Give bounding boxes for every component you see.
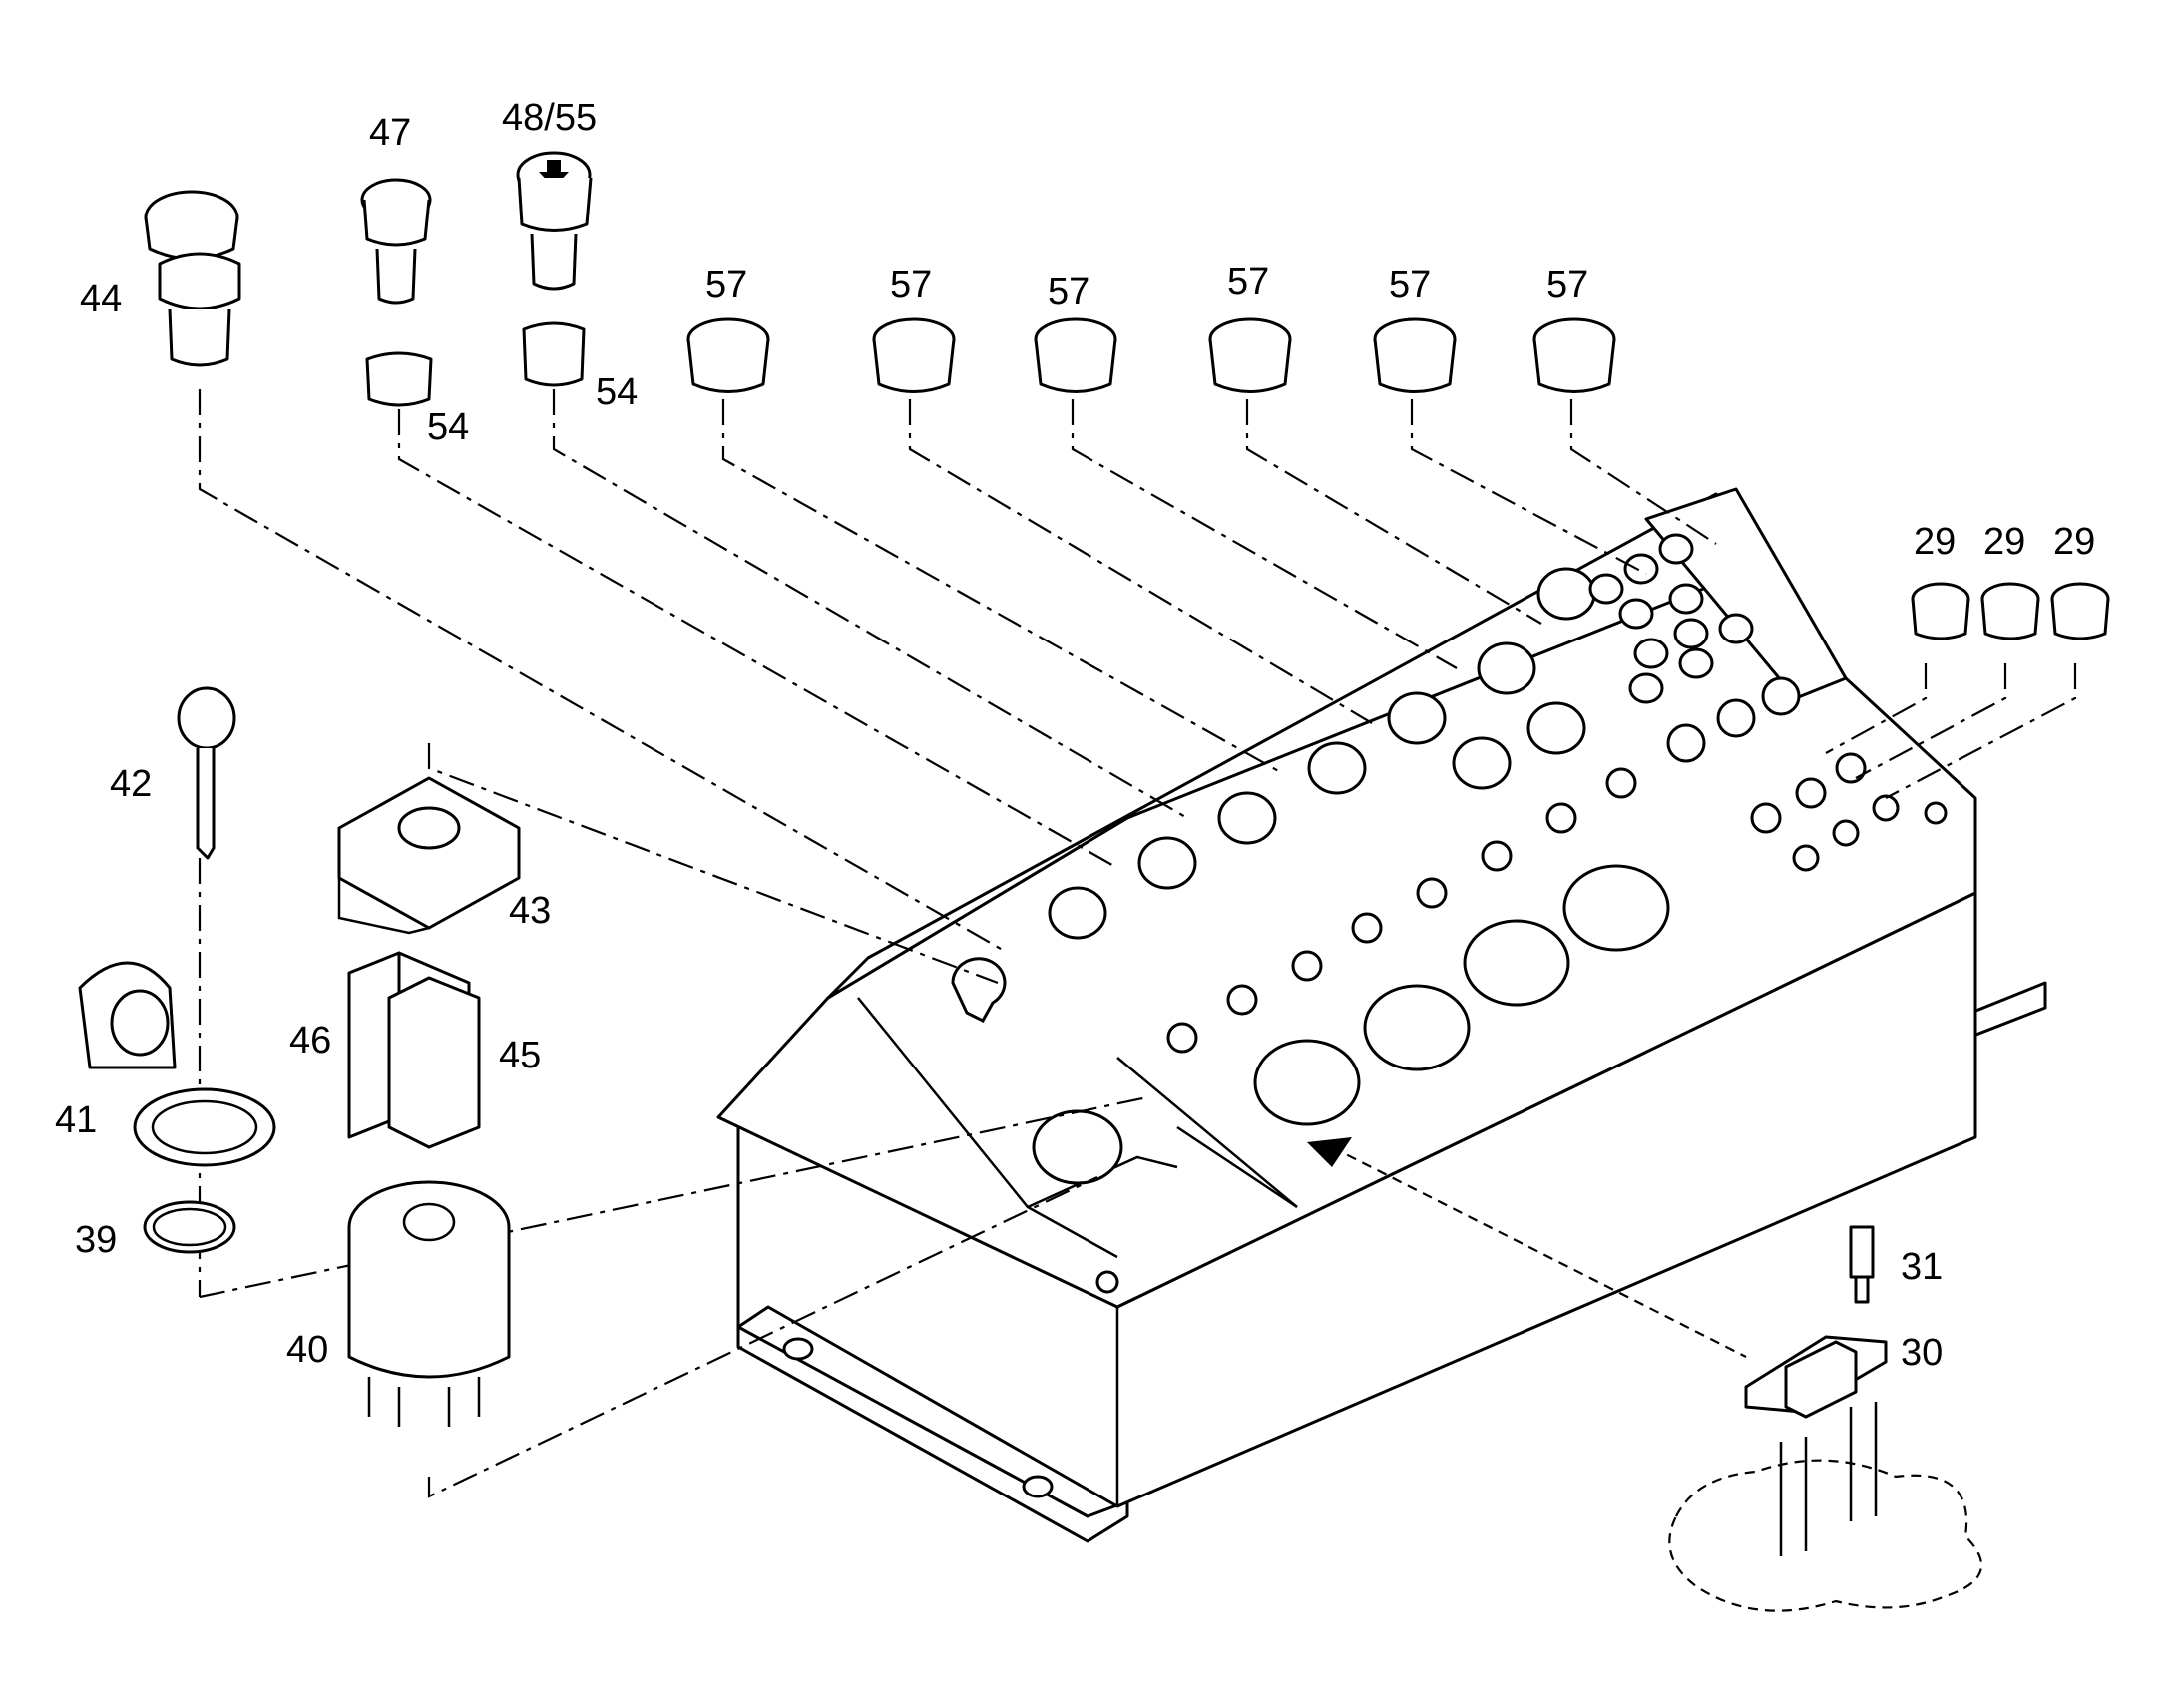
label-42: 42 <box>110 763 152 805</box>
label-57-c: 57 <box>1048 271 1090 313</box>
cap-29-1 <box>1911 582 1970 640</box>
label-41: 41 <box>55 1099 97 1141</box>
label-30: 30 <box>1901 1332 1943 1374</box>
part-44-knob <box>144 190 241 367</box>
cap-57-2 <box>872 317 956 393</box>
part-39-ring <box>143 1200 236 1254</box>
label-40: 40 <box>286 1329 328 1371</box>
cap-57-5 <box>1373 317 1457 393</box>
cap-29-2 <box>1980 582 2040 640</box>
label-39: 39 <box>75 1219 117 1261</box>
label-57-f: 57 <box>1546 264 1588 306</box>
label-29-a: 29 <box>1914 521 1956 563</box>
leader-lines <box>198 389 2077 1498</box>
caps-29 <box>1911 582 2110 640</box>
part-45-46-contacts <box>347 951 481 1149</box>
caps-57 <box>686 317 1616 393</box>
part-43-bracket <box>337 776 521 935</box>
label-57-a: 57 <box>705 264 747 306</box>
label-44: 44 <box>80 278 122 320</box>
label-57-e: 57 <box>1389 264 1431 306</box>
label-45: 45 <box>499 1035 541 1076</box>
cap-57-4 <box>1208 317 1292 393</box>
part-labels: 44 47 48/55 54 54 57 57 57 57 57 57 29 2… <box>55 97 2095 1374</box>
part-48-55-switch <box>516 151 593 387</box>
part-30-connector <box>1668 1335 1982 1612</box>
label-54-b: 54 <box>596 371 638 413</box>
part-42-key <box>177 686 236 860</box>
part-40-ignition-switch <box>347 1180 511 1427</box>
label-29-c: 29 <box>2053 521 2095 563</box>
cap-57-1 <box>686 317 770 393</box>
cap-57-3 <box>1034 317 1117 393</box>
label-46: 46 <box>289 1020 331 1062</box>
part-47-switch <box>360 178 433 407</box>
cap-29-3 <box>2050 582 2110 640</box>
cap-57-6 <box>1532 317 1616 393</box>
label-57-b: 57 <box>890 264 932 306</box>
console-housing <box>716 487 2047 1543</box>
label-43: 43 <box>509 890 551 932</box>
label-48-55: 48/55 <box>502 97 597 139</box>
label-31: 31 <box>1901 1246 1943 1288</box>
label-29-b: 29 <box>1983 521 2025 563</box>
label-57-d: 57 <box>1227 261 1269 303</box>
part-41-cover <box>78 961 276 1167</box>
label-47: 47 <box>369 112 411 154</box>
label-54-a: 54 <box>427 406 469 448</box>
part-31-spacer <box>1849 1225 1875 1304</box>
